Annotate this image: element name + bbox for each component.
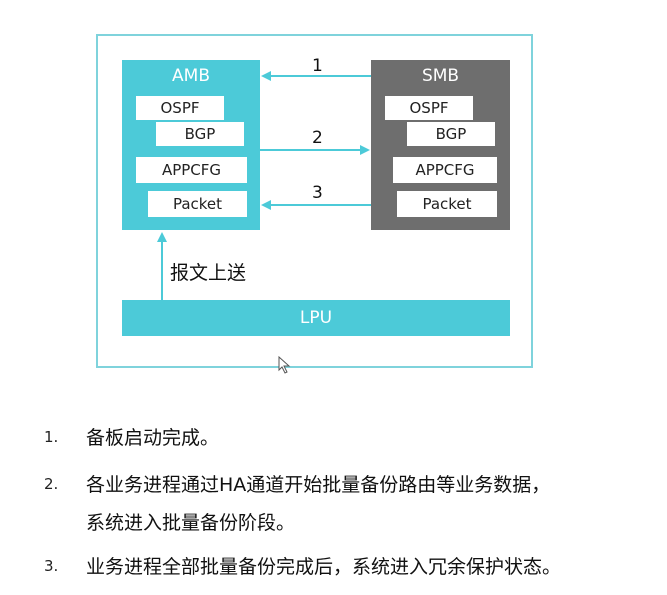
step-2-number: 2. — [44, 475, 59, 493]
amb-module-appcfg: APPCFG — [136, 157, 247, 183]
step-1-text: 备板启动完成。 — [86, 427, 220, 449]
amb-module-bgp: BGP — [156, 122, 244, 146]
arrow-2-label: 2 — [312, 128, 323, 148]
upload-label: 报文上送 — [170, 262, 247, 284]
amb-block: AMB OSPF BGP APPCFG Packet — [122, 60, 260, 230]
step-2-text-line-2: 系统进入批量备份阶段。 — [86, 512, 296, 534]
smb-module-appcfg: APPCFG — [393, 157, 497, 183]
amb-module-ospf: OSPF — [136, 96, 224, 120]
smb-title: SMB — [421, 66, 460, 86]
amb-module-packet: Packet — [148, 191, 247, 217]
lpu-label: LPU — [299, 308, 333, 328]
smb-module-packet: Packet — [397, 191, 497, 217]
step-3-text: 业务进程全部批量备份完成后，系统进入冗余保护状态。 — [86, 556, 562, 578]
diagram-frame — [96, 34, 533, 368]
step-1-number: 1. — [44, 428, 59, 446]
arrow-3-label: 3 — [312, 183, 323, 203]
smb-block: SMB OSPF BGP APPCFG Packet — [371, 60, 510, 230]
amb-title: AMB — [172, 66, 210, 86]
step-2-text-line-1: 各业务进程通过HA通道开始批量备份路由等业务数据， — [86, 474, 551, 496]
lpu-block: LPU — [122, 300, 510, 336]
smb-module-ospf: OSPF — [385, 96, 473, 120]
smb-module-bgp: BGP — [407, 122, 495, 146]
step-3-number: 3. — [44, 557, 59, 575]
mouse-cursor-icon — [278, 356, 291, 374]
arrow-1-label: 1 — [312, 56, 323, 76]
